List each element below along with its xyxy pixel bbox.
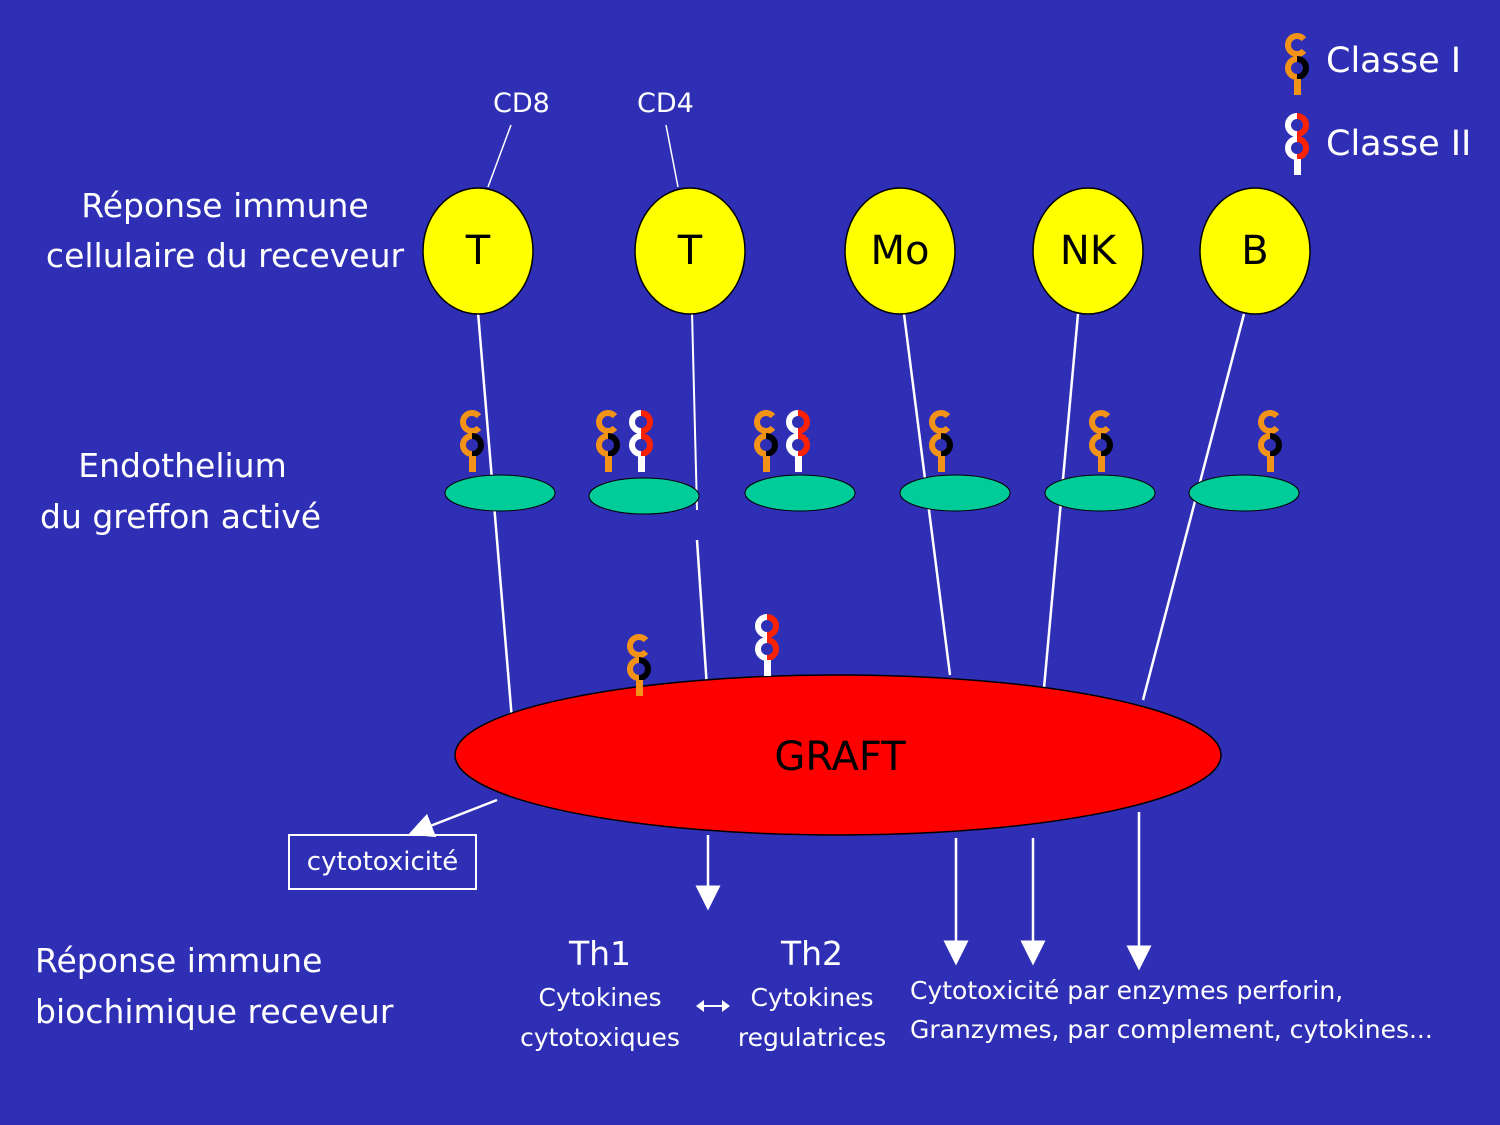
mhc-class2-icon xyxy=(629,410,653,472)
cd8-pointer-line xyxy=(487,124,512,188)
cell-t-cd4-label: T xyxy=(677,228,703,274)
cell-monocyte xyxy=(844,187,956,315)
cell-t-cd4 xyxy=(634,187,746,315)
cytotoxicity-box: cytotoxicité xyxy=(288,834,477,890)
endothelium-label-1: Endothelium xyxy=(78,446,287,485)
mhc-class1-icon xyxy=(596,410,620,472)
biochemical-response-label-2: biochimique receveur xyxy=(35,992,394,1031)
cell-t-cd8-label: T xyxy=(465,228,491,274)
cd4-pointer-line xyxy=(665,124,679,188)
t-cd4-to-graft-line xyxy=(691,311,698,511)
th2-line2: regulatrices xyxy=(737,1023,887,1052)
graft-ellipse xyxy=(454,674,1222,836)
cd4-label: CD4 xyxy=(637,88,694,119)
mhc-class1-icon xyxy=(754,410,778,472)
effects-line2: Granzymes, par complement, cytokines... xyxy=(910,1015,1433,1044)
graft-class2-icon xyxy=(755,614,779,676)
th1-line2: cytotoxiques xyxy=(520,1023,680,1052)
cell-nk xyxy=(1032,187,1144,315)
endothelium-label-2: du greffon activé xyxy=(40,497,322,536)
mhc-molecules xyxy=(460,33,1309,696)
cell-b xyxy=(1199,187,1311,315)
mhc-class2-icon xyxy=(786,410,810,472)
cytotoxicity-arrow xyxy=(408,798,498,838)
th1-th2-exchange-arrow xyxy=(696,1000,730,1012)
legend-class1-icon xyxy=(1285,33,1309,95)
mhc-class1-icon xyxy=(1258,410,1282,472)
cellular-response-label-1: Réponse immune xyxy=(81,186,369,225)
mhc-class1-icon xyxy=(929,410,953,472)
endothelium-cell xyxy=(1044,474,1156,512)
legend-class2-icon xyxy=(1285,113,1309,175)
endothelium-cell xyxy=(588,477,700,515)
endothelium-cell xyxy=(1188,474,1300,512)
endothelium-cell xyxy=(899,474,1011,512)
t-cd4-lower-line xyxy=(695,539,709,689)
endothelium-cell xyxy=(444,474,556,512)
cell-monocyte-label: Mo xyxy=(870,228,930,274)
graft-label: GRAFT xyxy=(774,734,906,780)
th1-line1: Cytokines xyxy=(538,983,662,1012)
biochemical-response-label-1: Réponse immune xyxy=(35,941,323,980)
legend-class2-label: Classe II xyxy=(1326,124,1472,164)
effects-line1: Cytotoxicité par enzymes perforin, xyxy=(910,976,1344,1005)
mhc-class1-icon xyxy=(1089,410,1113,472)
t-cd8-to-graft-line xyxy=(476,311,514,721)
b-to-graft-line xyxy=(1141,313,1246,701)
cd8-label: CD8 xyxy=(493,88,550,119)
th1-title: Th1 xyxy=(568,934,632,973)
th2-line1: Cytokines xyxy=(750,983,874,1012)
cell-b-label: B xyxy=(1241,228,1269,274)
cellular-response-label-2: cellulaire du receveur xyxy=(45,236,405,275)
graft-class1-icon xyxy=(627,634,651,696)
legend-class1-label: Classe I xyxy=(1326,41,1462,81)
cell-t-cd8 xyxy=(422,187,534,315)
mhc-class1-icon xyxy=(460,410,484,472)
th2-title: Th2 xyxy=(780,934,844,973)
cell-nk-label: NK xyxy=(1059,228,1117,274)
endothelium-cell xyxy=(744,474,856,512)
